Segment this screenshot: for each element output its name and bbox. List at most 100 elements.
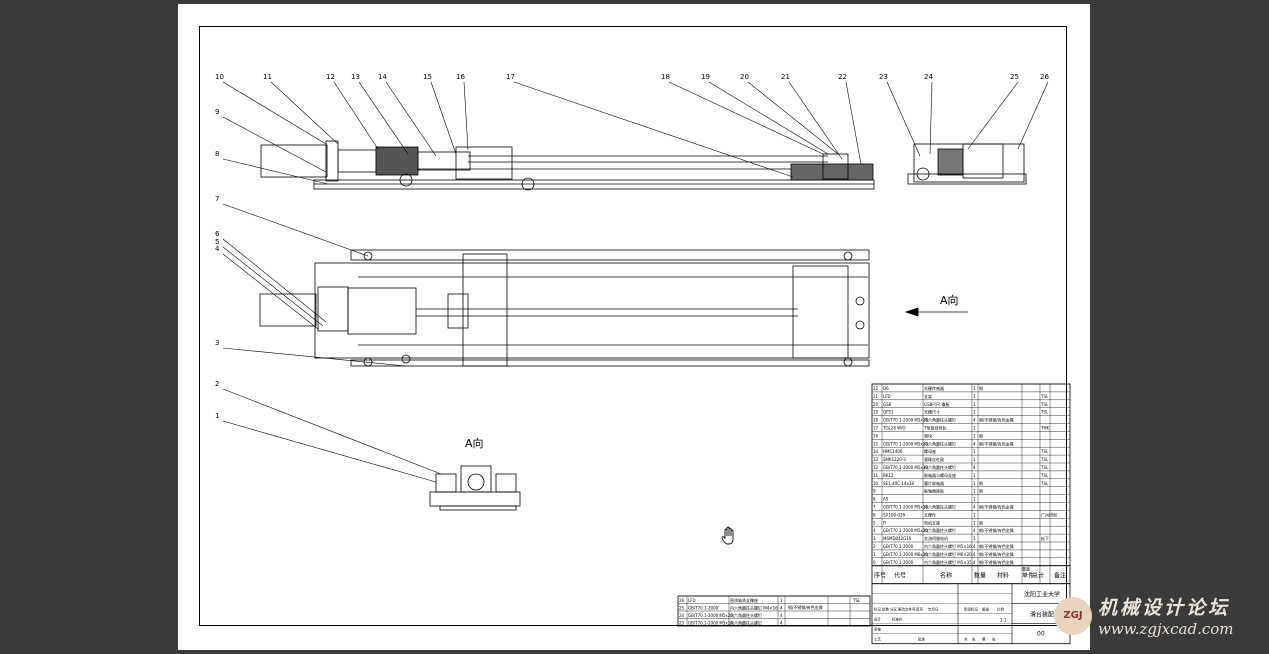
bom-cell: 1: [873, 552, 876, 557]
bom-cell: 联轴器与螺母支座: [924, 472, 956, 478]
bom-cell: GB/T70.1-2000 M5x16: [883, 505, 928, 510]
bom-cell: SA100-028: [883, 512, 906, 517]
bom-cell: HMC1400: [883, 449, 903, 454]
balloon-2: 2: [215, 380, 219, 388]
bom-cell: GB/T70.1-2000 M5x20: [883, 441, 928, 446]
plan-view: [259, 249, 968, 367]
left-bom-cell: 4: [780, 606, 783, 611]
balloon-14: 14: [378, 73, 387, 81]
bom-cell: 10: [873, 481, 879, 486]
bom-cell: TSL: [1040, 457, 1049, 462]
left-bom-cell: GB/T70.1-2000 M5x20: [688, 613, 733, 618]
leader-line: [222, 253, 319, 330]
balloon-12: 12: [326, 73, 335, 81]
bom-cell: 19: [873, 410, 879, 415]
bom-cell: 内六角圆柱头螺钉: [924, 527, 956, 533]
leader-line: [222, 116, 327, 173]
leader-line: [967, 81, 1019, 150]
bom-cell: 4: [973, 560, 976, 565]
leader-line: [708, 81, 829, 155]
bom-cell: 4: [973, 528, 976, 533]
leader-line: [886, 81, 921, 157]
watermark-url: www.zgjxcad.com: [1098, 620, 1234, 638]
bom-cell: 20: [873, 402, 879, 407]
bom-cell: 内六角圆柱头螺钉: [924, 417, 956, 423]
left-bom-cell: 23: [679, 621, 685, 626]
leader-line: [513, 81, 794, 178]
side-view: [907, 143, 1027, 185]
left-bom-cell: 4: [780, 613, 783, 618]
view-label-a-plan: A向: [940, 293, 959, 307]
bom-cell: SMK1220-3: [883, 457, 906, 462]
bom-cell: QFS1: [883, 410, 894, 415]
bom-cell: 4: [973, 544, 976, 549]
bom-cell: 4: [873, 528, 876, 533]
bom-cell: GS8尺尺 撬板: [924, 401, 949, 407]
left-bom-note: TSL: [852, 598, 861, 603]
leader-line: [222, 158, 329, 185]
bom-header: 总计: [1032, 572, 1044, 580]
left-bom-cell: 26: [679, 598, 685, 603]
bom-cell: 钢/不锈钢/有色金属: [979, 504, 1014, 510]
bom-cell: GB/T70.1-2000 M5x30: [883, 465, 928, 470]
bom-cell: 4: [973, 441, 976, 446]
bom-cell: 1: [973, 410, 976, 415]
balloon-23: 23: [879, 73, 888, 81]
bom-cell: 螺母座: [924, 448, 936, 454]
title-block-label: 共: [964, 637, 968, 642]
bom-cell: GB/T70.1-2000: [883, 560, 914, 565]
bom-cell: 光栅传感器: [924, 385, 944, 391]
left-bom-cell: 25: [679, 606, 685, 611]
title-block: 沈阳工业大学滑台装配图001:1标记处数分区更改文件号签名年月日设计标准化阶段标…: [871, 583, 1071, 645]
bom-cell: LFD: [883, 394, 891, 399]
watermark-title: 机械设计论坛: [1098, 597, 1231, 619]
title-block-label: 标记: [874, 607, 882, 612]
balloon-15: 15: [423, 73, 432, 81]
bom-header: 数量: [974, 572, 986, 580]
bom-cell: THK: [1040, 426, 1049, 431]
bom-cell: 1: [973, 433, 976, 438]
title-block-label: 重量: [982, 607, 990, 612]
watermark-banner: ZGJ 机械设计论坛 www.zgjxcad.com: [1054, 593, 1234, 638]
balloon-11: 11: [263, 73, 272, 81]
balloon-20: 20: [740, 73, 749, 81]
leader-line: [270, 81, 339, 145]
bom-cell: TSL: [1040, 473, 1049, 478]
bom-cell: 2: [873, 544, 876, 549]
bom-header: 名称: [940, 572, 952, 580]
left-bom-cell: LFD: [688, 598, 696, 603]
bom-cell: 内六角圆柱头螺钉 M6×20: [924, 551, 972, 557]
drawing-number: 00: [1037, 631, 1045, 638]
bom-cell: 9: [873, 489, 876, 494]
bom-cell: 12: [873, 465, 879, 470]
bom-cell: 14: [873, 449, 879, 454]
balloon-13: 13: [351, 73, 360, 81]
left-bom-cell: 内六角圆柱头螺钉: [730, 620, 762, 626]
balloon-18: 18: [661, 73, 670, 81]
title-block-label: 比例: [997, 607, 1005, 612]
bom-cell: 5: [873, 520, 876, 525]
balloon-21: 21: [781, 73, 790, 81]
bom-cell: 1: [973, 536, 976, 541]
balloon-6: 6: [215, 230, 220, 238]
bom-cell: 钢: [979, 519, 983, 525]
bom-cell: AS: [883, 497, 889, 502]
bom-cell: GB/T70.1-2000 M6x20: [883, 552, 928, 557]
title-block-label: 设计: [874, 617, 882, 622]
left-bom-cell: 内六角圆柱头螺钉 M4×16: [730, 605, 778, 611]
bom-cell: 1: [973, 449, 976, 454]
leader-line: [222, 238, 327, 323]
leader-line: [222, 420, 437, 483]
leader-line: [747, 81, 839, 155]
bom-cell: TGL28 W/O: [882, 426, 906, 431]
bom-cell: 钢: [979, 488, 983, 494]
view-label-a: A向: [465, 436, 484, 450]
balloon-24: 24: [924, 73, 933, 81]
bom-cell: 4: [973, 465, 976, 470]
leader-line: [1017, 81, 1049, 150]
bom-cell: 15: [873, 441, 879, 446]
bom-cell: GS8: [883, 402, 892, 407]
